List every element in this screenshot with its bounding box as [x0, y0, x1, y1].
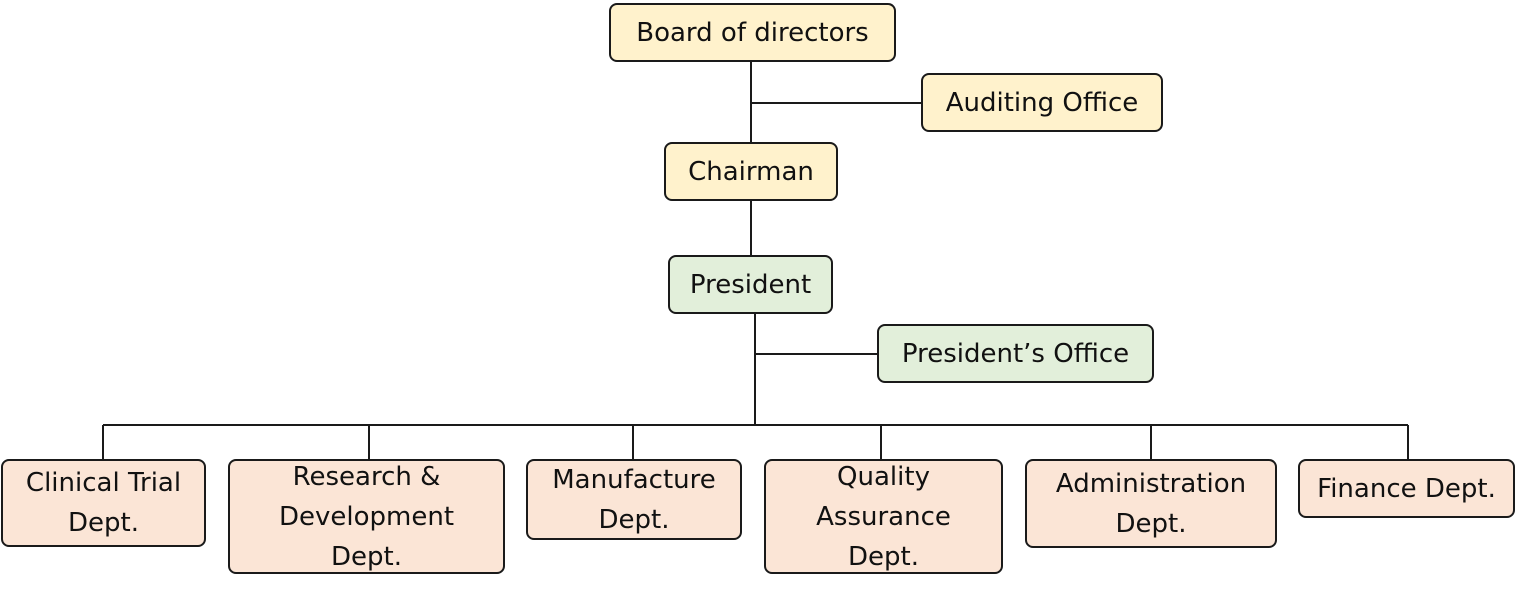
chairman-label: Chairman	[688, 156, 814, 187]
manufacture-dept-label: Manufacture Dept.	[552, 464, 716, 535]
clinical-trial-dept-box: Clinical Trial Dept.	[1, 459, 206, 547]
administration-dept-label: Administration Dept.	[1055, 468, 1247, 539]
research-development-dept-box: Research & Development Dept.	[228, 459, 505, 574]
finance-dept-box: Finance Dept.	[1298, 459, 1515, 518]
presidents-office-box: President’s Office	[877, 324, 1154, 383]
manufacture-dept-box: Manufacture Dept.	[526, 459, 742, 540]
auditing-office-label: Auditing Office	[945, 87, 1139, 118]
board-of-directors-box: Board of directors	[609, 3, 896, 62]
president-label: President	[689, 269, 812, 300]
quality-assurance-dept-label: Quality Assurance Dept.	[816, 461, 951, 572]
administration-dept-box: Administration Dept.	[1025, 459, 1277, 548]
chairman-box: Chairman	[664, 142, 838, 201]
president-box: President	[668, 255, 833, 314]
presidents-office-label: President’s Office	[901, 338, 1130, 369]
clinical-trial-dept-label: Clinical Trial Dept.	[25, 468, 182, 538]
quality-assurance-dept-box: Quality Assurance Dept.	[764, 459, 1003, 574]
auditing-office-box: Auditing Office	[921, 73, 1163, 132]
finance-dept-label: Finance Dept.	[1317, 473, 1496, 504]
board-of-directors-label: Board of directors	[636, 17, 869, 48]
research-development-dept-label: Research & Development Dept.	[278, 461, 455, 572]
